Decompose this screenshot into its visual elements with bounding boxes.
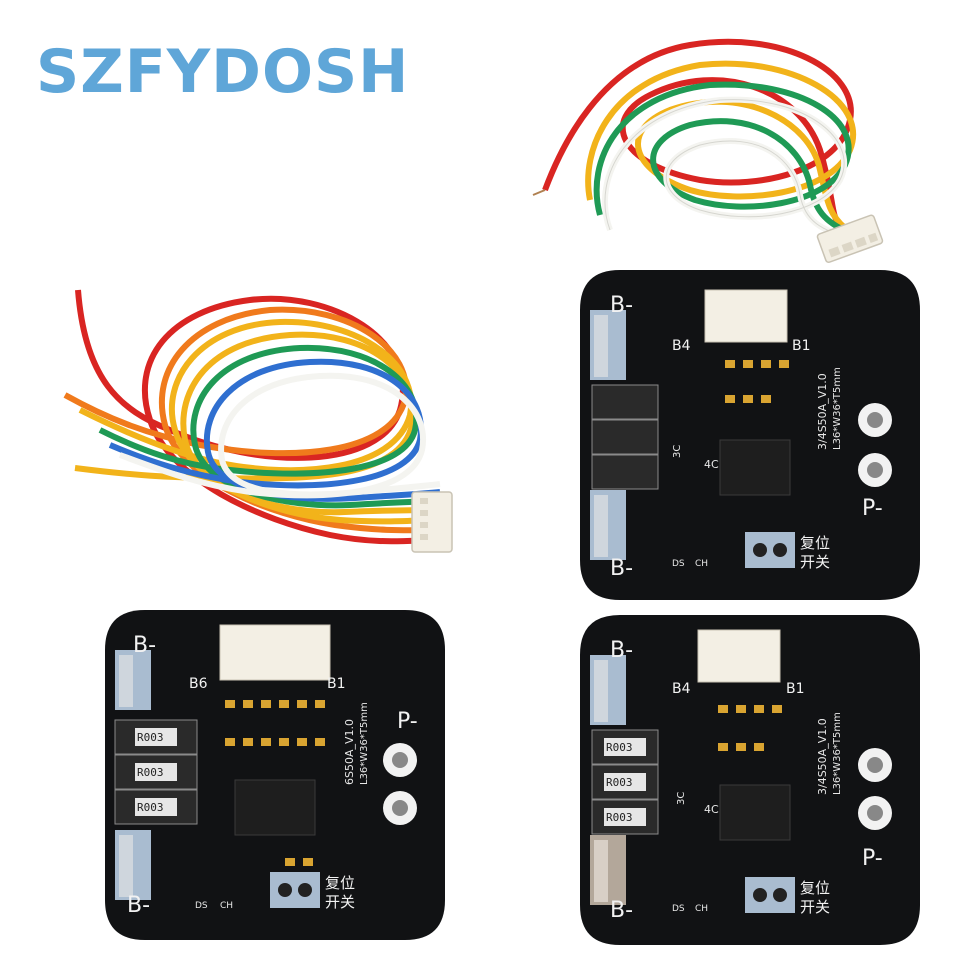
terminal-label-b-bottom: B- xyxy=(610,556,633,581)
mark-4c: 4C xyxy=(704,803,719,816)
terminal-label-p: P- xyxy=(397,709,418,734)
pin-label-left: B6 xyxy=(189,676,208,692)
switch-label-1: 复位 xyxy=(800,534,830,552)
led-label-ds: DS xyxy=(195,901,208,911)
switch-label-1: 复位 xyxy=(325,874,355,892)
mark-3c: 3C xyxy=(672,445,683,458)
bms-board-bottom-right: R003 R003 R003 B- B- P- B4 B1 3/4S50A_V1… xyxy=(580,615,920,945)
terminal-label-p: P- xyxy=(862,496,883,521)
terminal-label-b-top: B- xyxy=(610,638,633,663)
mark-4c: 4C xyxy=(704,458,719,471)
switch-label-2: 开关 xyxy=(800,553,830,571)
pin-label-right: B1 xyxy=(792,338,811,354)
model-label: 3/4S50A_V1.0 xyxy=(816,718,829,795)
dims-label: L36*W36*T5mm xyxy=(832,367,843,450)
pin-label-left: B4 xyxy=(672,338,691,354)
resistor-label-1: R003 xyxy=(606,741,633,754)
pin-label-right: B1 xyxy=(786,681,805,697)
mark-3c: 3C xyxy=(676,792,687,805)
terminal-label-p: P- xyxy=(862,846,883,871)
connector-7pin xyxy=(411,491,453,553)
led-label-ch: CH xyxy=(695,559,708,569)
model-label: 6S50A_V1.0 xyxy=(343,719,356,785)
pin-label-left: B4 xyxy=(672,681,691,697)
switch-label-1: 复位 xyxy=(800,879,830,897)
bms-board-top-right: B- B- P- B4 B1 3/4S50A_V1.0 L36*W36*T5mm… xyxy=(580,270,920,600)
led-label-ch: CH xyxy=(220,901,233,911)
dims-label: L36*W36*T5mm xyxy=(359,702,370,785)
bms-board-bottom-left: R003 R003 R003 B- B- P- B6 B1 6S50A_V1.0… xyxy=(105,610,445,940)
led-label-ch: CH xyxy=(695,904,708,914)
dims-label: L36*W36*T5mm xyxy=(832,712,843,795)
resistor-label-3: R003 xyxy=(606,811,633,824)
led-label-ds: DS xyxy=(672,559,685,569)
switch-label-2: 开关 xyxy=(325,893,355,911)
connector-4pin xyxy=(816,214,884,264)
terminal-label-b-bottom: B- xyxy=(127,893,150,918)
resistor-label-3: R003 xyxy=(137,801,164,814)
brand-logo: SZFYDOSH xyxy=(36,37,410,107)
resistor-label-1: R003 xyxy=(137,731,164,744)
terminal-label-b-top: B- xyxy=(610,293,633,318)
pin-label-right: B1 xyxy=(327,676,346,692)
terminal-label-b-top: B- xyxy=(133,633,156,658)
model-label: 3/4S50A_V1.0 xyxy=(816,373,829,450)
resistor-label-2: R003 xyxy=(137,766,164,779)
terminal-label-b-bottom: B- xyxy=(610,898,633,923)
resistor-label-2: R003 xyxy=(606,776,633,789)
wire-harness-4pin xyxy=(532,38,884,264)
switch-label-2: 开关 xyxy=(800,898,830,916)
wire-harness-7pin xyxy=(63,289,453,553)
led-label-ds: DS xyxy=(672,904,685,914)
